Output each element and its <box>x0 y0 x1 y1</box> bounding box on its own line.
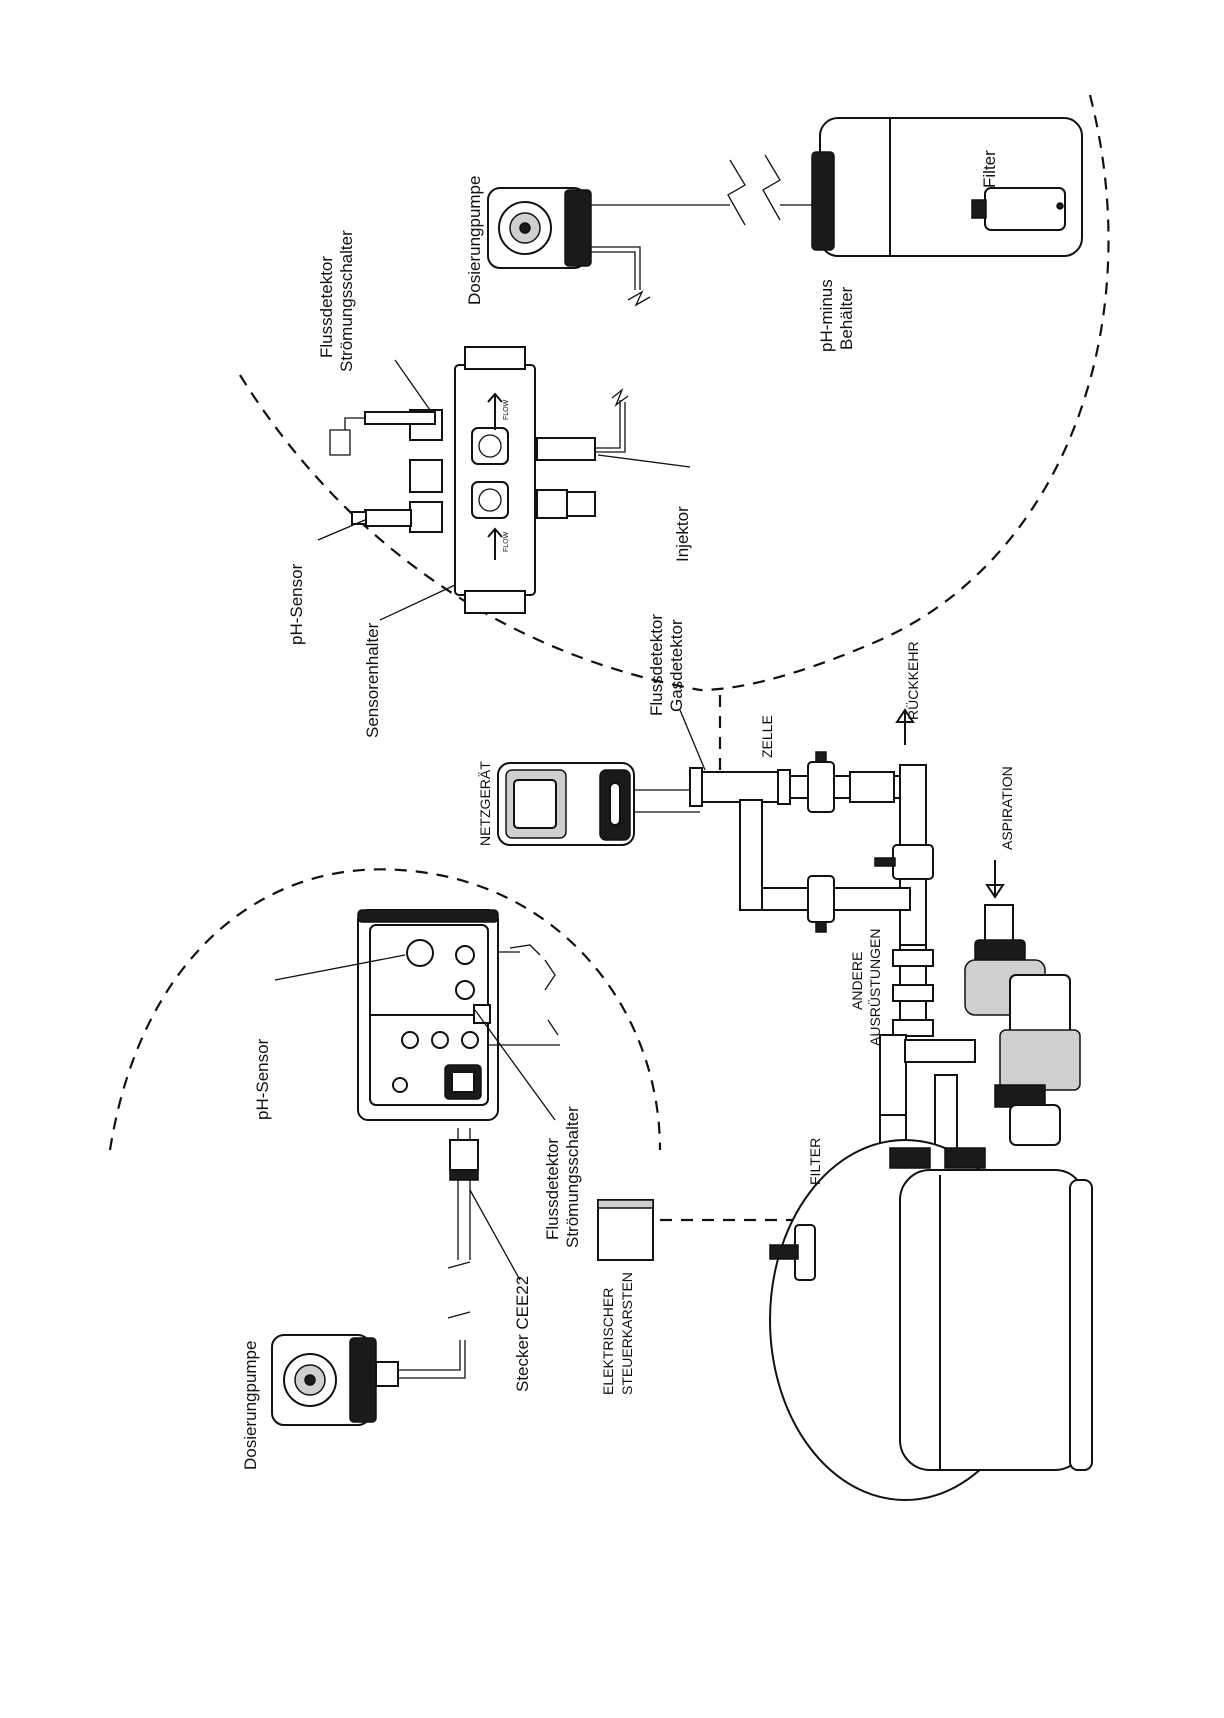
label-ph-minus-tank-2: Behälter <box>837 286 856 350</box>
label-other-equipment-1: ANDERE <box>849 952 865 1010</box>
leader-flow-switch-left <box>474 1009 556 1121</box>
label-sensor-holder: Sensorenhalter <box>363 622 382 738</box>
leader-flow-switch-top <box>394 359 431 411</box>
label-filter-small: Filter <box>980 150 999 188</box>
label-power-unit: NETZGERÄT <box>477 761 493 846</box>
leader-ph-sensor-left <box>274 954 406 981</box>
leader-flow-gas-detector <box>679 709 706 771</box>
label-dosing-pump-top: Dosierungpumpe <box>465 176 484 305</box>
label-control-box-2: STEUERKARSTEN <box>619 1272 635 1395</box>
zone-boundary-right <box>699 94 1110 692</box>
ph-controller <box>357 909 560 1121</box>
label-aspiration: ASPIRATION <box>999 766 1015 850</box>
label-filter-big: FILTER <box>807 1138 823 1185</box>
label-flow-marking-top: FLOW <box>503 399 510 420</box>
label-other-equipment-2: AUSRÜSTUNGEN <box>866 929 883 1046</box>
label-flow-gas-detector-1: Flussdetektor <box>647 614 666 716</box>
leader-plug <box>469 1189 521 1281</box>
label-return: RÜCKKEHR <box>904 641 921 720</box>
label-flow-detector-top-1: Flussdetektor <box>317 256 336 358</box>
label-flow-detector-left-2: Strömungsschalter <box>563 1106 582 1248</box>
electrolysis-cell-piping <box>689 708 976 1176</box>
sand-filter <box>769 1139 1093 1501</box>
leader-injector <box>597 454 691 468</box>
zone-boundary-left <box>108 868 662 1151</box>
label-control-box-1: ELEKTRISCHER <box>600 1288 616 1395</box>
label-flow-gas-detector-2: Gasdetektor <box>667 619 686 712</box>
label-ph-sensor-top: pH-Sensor <box>287 563 306 645</box>
label-injector: Injektor <box>673 506 692 562</box>
leader-ph-sensor-top <box>317 519 366 541</box>
label-dosing-pump-bottom: Dosierungpumpe <box>241 1341 260 1470</box>
label-ph-sensor-left: pH-Sensor <box>253 1038 272 1120</box>
power-plug-cee22 <box>447 1128 479 1319</box>
control-box-lid <box>597 1199 654 1209</box>
label-ph-minus-tank-1: pH-minus <box>817 279 836 352</box>
hose-break-top <box>727 154 781 226</box>
ph-minus-tank <box>811 117 1083 257</box>
label-cell: ZELLE <box>759 715 775 758</box>
leader-sensor-holder <box>379 584 456 621</box>
sensor-holder <box>329 346 629 614</box>
label-plug: Stecker CEE22 <box>513 1276 532 1392</box>
circulation-pump <box>964 860 1081 1146</box>
label-flow-detector-left-1: Flussdetektor <box>543 1138 562 1240</box>
label-flow-detector-top-2: Strömungsschalter <box>337 230 356 372</box>
dosing-pump-top <box>487 187 730 307</box>
dosing-pump-bottom <box>271 1334 466 1426</box>
label-flow-marking-bottom: FLOW <box>503 531 510 552</box>
electric-control-box <box>597 1199 654 1261</box>
power-unit <box>497 762 700 846</box>
zone-boundary-sensor <box>239 374 701 692</box>
